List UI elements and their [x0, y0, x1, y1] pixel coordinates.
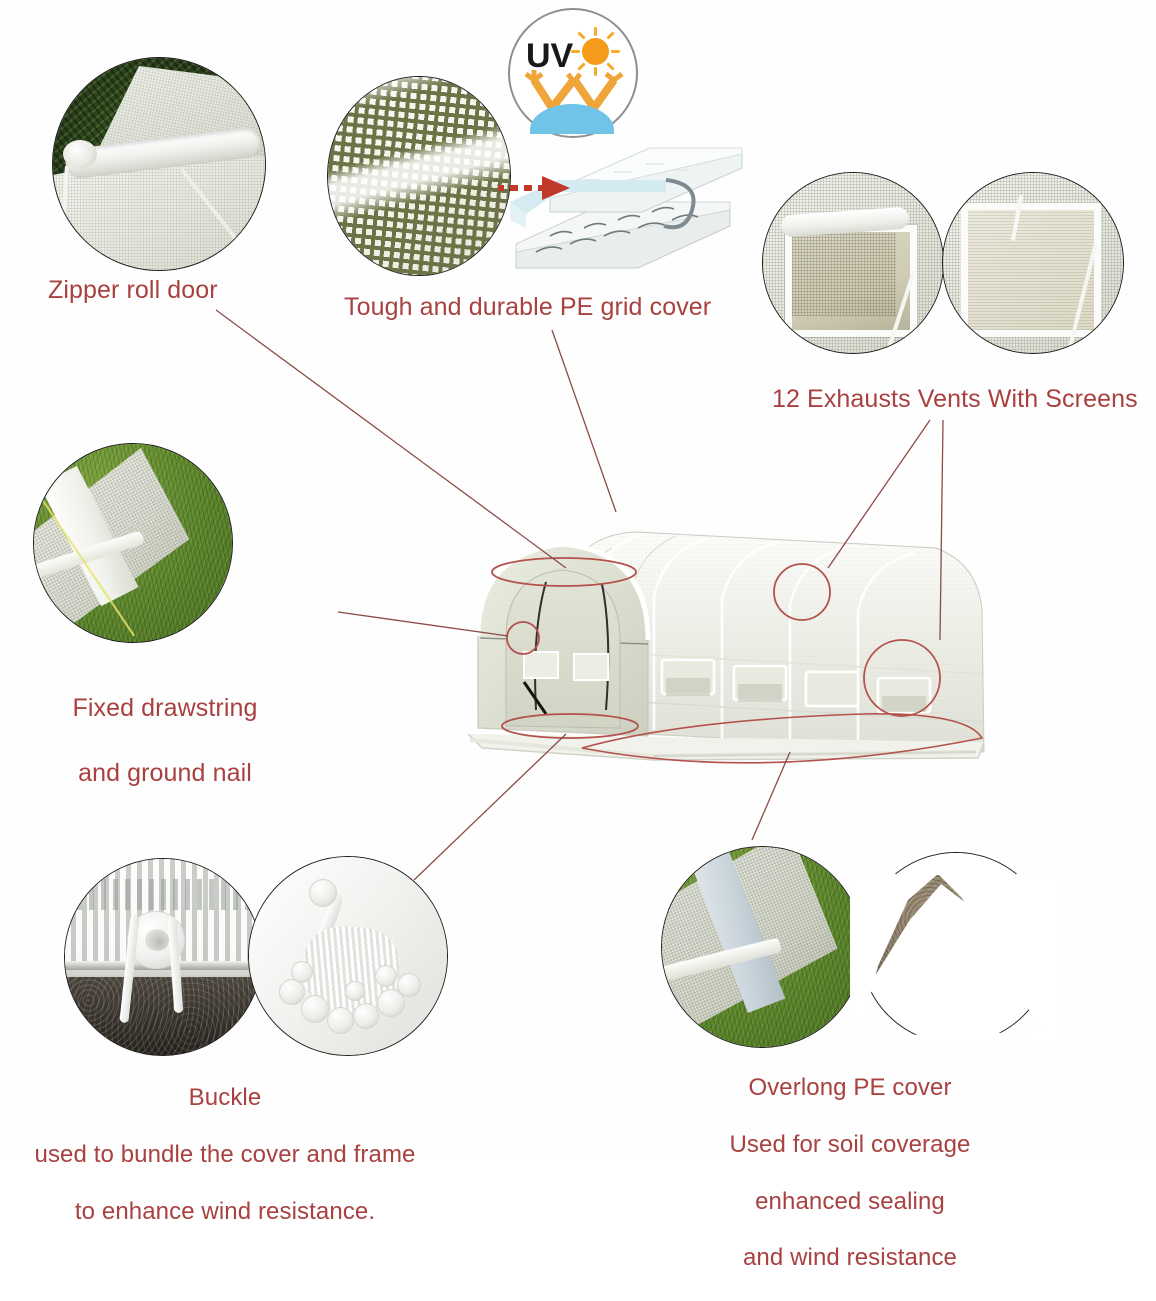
caption-overlong-pe-cover: Overlong PE cover Used for soil coverage…: [640, 1046, 1060, 1301]
uv-protection-badge: UV: [508, 8, 638, 138]
caption-line: and wind resistance: [742, 1244, 958, 1272]
uv-reflection-arrows: [524, 70, 624, 115]
photo-soil-heap: [860, 852, 1052, 1044]
photo-bungee-ball-bundle: [248, 856, 448, 1056]
caption-line: Buckle: [188, 1084, 262, 1112]
caption-line: to enhance wind resistance.: [74, 1197, 376, 1225]
caption-line: used to bundle the cover and frame: [34, 1140, 416, 1168]
photo-fixed-drawstring: [33, 443, 233, 643]
photo-overlong-pe-cover: [661, 846, 863, 1048]
greenhouse-illustration: [467, 531, 985, 764]
ring-drawstring-point: [506, 621, 540, 655]
caption-zipper-roll-door: Zipper roll door: [48, 276, 218, 304]
photo-exhaust-vent-closed: [942, 172, 1124, 354]
photo-pe-grid-mesh: [327, 76, 511, 276]
caption-line: Fixed drawstring: [72, 693, 258, 722]
caption-buckle: Buckle used to bundle the cover and fram…: [0, 1056, 450, 1254]
leader-pe-grid-cover: [551, 329, 617, 513]
caption-exhaust-vents: 12 Exhausts Vents With Screens: [772, 385, 1138, 413]
caption-line: and ground nail: [78, 758, 252, 787]
photo-exhaust-vent-open: [762, 172, 944, 354]
ring-side-vent: [863, 639, 941, 717]
caption-line: Overlong PE cover: [748, 1074, 952, 1102]
greenhouse-annotation-rings: [491, 557, 984, 764]
photo-zipper-roll-door: [52, 57, 266, 271]
ring-door-bottom-ellipse: [501, 713, 639, 739]
sun-icon: [582, 38, 609, 65]
ring-base-skirt: [581, 713, 984, 764]
photo-buckle-clip: [64, 858, 262, 1056]
uv-label: UV: [526, 37, 574, 75]
caption-pe-grid-cover: Tough and durable PE grid cover: [344, 293, 712, 321]
red-dashed-arrow: [498, 176, 570, 200]
caption-fixed-drawstring: Fixed drawstring and ground nail: [0, 664, 330, 818]
caption-line: enhanced sealing: [755, 1187, 945, 1215]
pe-layer-cross-section-diagram: [498, 147, 743, 269]
ring-roof-grid: [773, 563, 831, 621]
infographic-canvas: UV: [0, 8, 1138, 1271]
caption-line: Used for soil coverage: [729, 1130, 971, 1158]
